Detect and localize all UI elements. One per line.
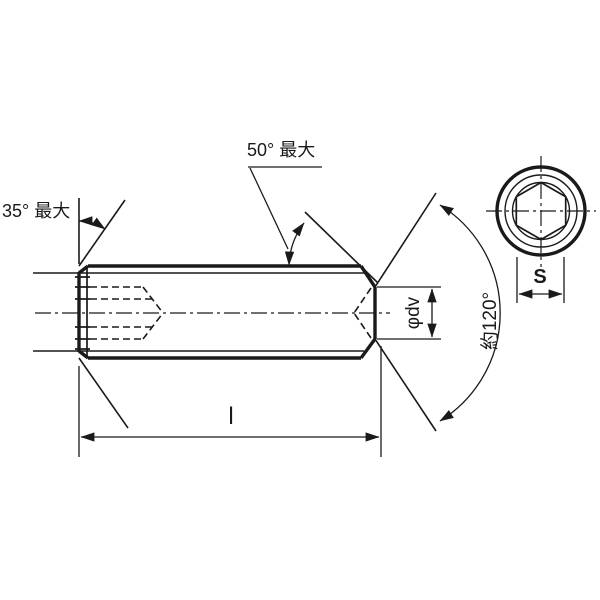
dimension-length: [78, 346, 382, 457]
label-socket-width: S: [533, 266, 547, 288]
end-view: [486, 156, 596, 267]
angle-35-construction: [78, 198, 129, 429]
label-left-chamfer-angle: 35° 最大: [2, 201, 71, 221]
label-point-chamfer-angle: 50° 最大: [247, 140, 316, 160]
label-screw-length: l: [228, 403, 234, 430]
label-point-cone-angle: 約120°: [480, 291, 501, 351]
label-cup-diameter: φdv: [403, 296, 424, 330]
cup-point-hidden-lines: [353, 287, 372, 339]
dimension-cup-diameter: [377, 286, 441, 340]
dimension-socket-width: [516, 257, 565, 303]
angle-120-construction: [374, 192, 501, 432]
hex-socket-hidden-lines: [90, 286, 164, 340]
angle-50-construction: [248, 166, 379, 284]
side-view-outline: [33, 264, 377, 360]
